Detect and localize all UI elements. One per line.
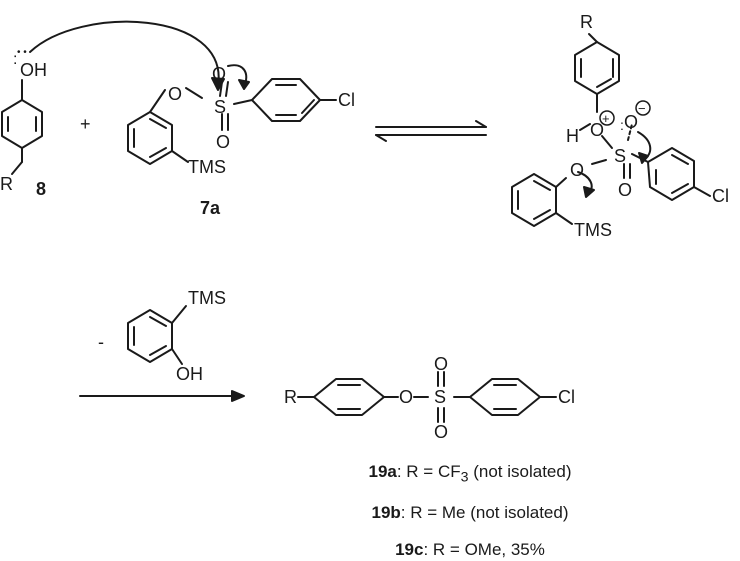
result-19c: 19c: R = OMe, 35% bbox=[230, 540, 710, 560]
product-r-label: R bbox=[284, 387, 297, 407]
product-cl-label: Cl bbox=[558, 387, 575, 407]
sulfonate-cl-label: Cl bbox=[338, 90, 355, 110]
result-19a-subscript: 3 bbox=[460, 469, 469, 486]
intermediate-chlorophenyl-ring bbox=[647, 147, 711, 201]
positive-charge: + bbox=[602, 111, 610, 126]
reaction-arrow bbox=[79, 390, 245, 402]
compound-number-8: 8 bbox=[36, 179, 46, 199]
sulfonate-ester-o-label: O bbox=[168, 84, 182, 104]
byproduct-oh-label: OH bbox=[176, 364, 203, 384]
product-aryl-ring-left bbox=[313, 378, 385, 416]
intermediate-aryl-ring-top bbox=[574, 33, 620, 113]
phenol-r-label: R bbox=[0, 174, 13, 194]
compound-number-7a: 7a bbox=[200, 198, 221, 218]
intermediate-o-bottom-label: O bbox=[618, 180, 632, 200]
product-ester-o-label: O bbox=[399, 387, 413, 407]
result-19a-note: (not isolated) bbox=[468, 462, 572, 481]
result-19a-label: 19a bbox=[368, 462, 397, 481]
plus-sign: + bbox=[80, 114, 91, 134]
intermediate-aryl-o-label: O bbox=[570, 160, 584, 180]
sulfonate-s-label: S bbox=[214, 97, 226, 117]
equilibrium-arrows bbox=[375, 120, 487, 142]
product-o-top-label: O bbox=[434, 354, 448, 374]
o-minus-lone-pair: : bbox=[620, 117, 624, 133]
sulfonate-o-bottom-label: O bbox=[216, 132, 230, 152]
sulfonate-o-top-label: O bbox=[212, 64, 226, 84]
result-19b-text: : R = Me (not isolated) bbox=[400, 503, 569, 522]
intermediate-o-minus-label: O bbox=[624, 112, 638, 132]
result-19b-label: 19b bbox=[371, 503, 401, 522]
phenol-lone-pair-top: • • bbox=[17, 47, 27, 58]
intermediate-tms-aryl-ring bbox=[511, 173, 573, 227]
tms-aryl-ring bbox=[127, 89, 189, 165]
byproduct-tms-label: TMS bbox=[188, 288, 226, 308]
result-19a-text: : R = CF bbox=[396, 462, 461, 481]
intermediate-s-label: S bbox=[614, 146, 626, 166]
phenol-lone-pair: : bbox=[13, 51, 17, 68]
product-s-label: S bbox=[434, 387, 446, 407]
negative-charge-circle bbox=[635, 100, 651, 116]
result-19c-label: 19c bbox=[395, 540, 424, 559]
product-chlorophenyl-ring bbox=[469, 378, 541, 416]
byproduct-ring bbox=[127, 305, 187, 365]
result-19b: 19b: R = Me (not isolated) bbox=[230, 503, 710, 523]
product-o-bottom-label: O bbox=[434, 422, 448, 442]
result-19a: 19a: R = CF3 (not isolated) bbox=[230, 462, 710, 485]
byproduct-minus-sign: - bbox=[98, 332, 104, 352]
intermediate-tms-label: TMS bbox=[574, 220, 612, 240]
phenol-oh-label: OH bbox=[20, 60, 47, 80]
negative-charge: − bbox=[638, 101, 646, 116]
chlorophenyl-ring bbox=[251, 78, 337, 122]
intermediate-h-label: H bbox=[566, 126, 579, 146]
positive-charge-circle bbox=[599, 110, 615, 126]
intermediate-r-label: R bbox=[580, 12, 593, 32]
attack-curved-arrow bbox=[29, 20, 220, 87]
phenol-ring bbox=[1, 79, 43, 175]
intermediate-cl-label: Cl bbox=[712, 186, 729, 206]
sulfonate-tms-label: TMS bbox=[188, 157, 226, 177]
intermediate-phenol-o-label: O bbox=[590, 120, 604, 140]
result-19c-text: : R = OMe, 35% bbox=[423, 540, 545, 559]
